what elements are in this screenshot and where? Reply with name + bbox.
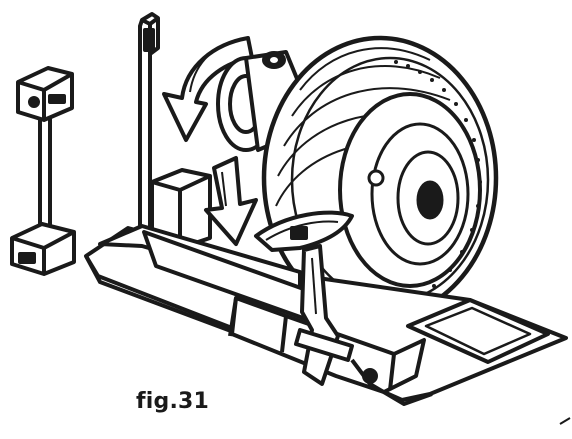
push-down-arrow-icon — [204, 156, 258, 246]
wheel-clamp-chuck — [216, 50, 302, 152]
figure-caption: fig.31 — [136, 389, 210, 414]
corner-tick — [559, 417, 571, 425]
tyre-changer-column — [138, 12, 160, 242]
tyre-tool-arm — [254, 210, 354, 386]
remote-control-console-icon — [10, 66, 76, 276]
